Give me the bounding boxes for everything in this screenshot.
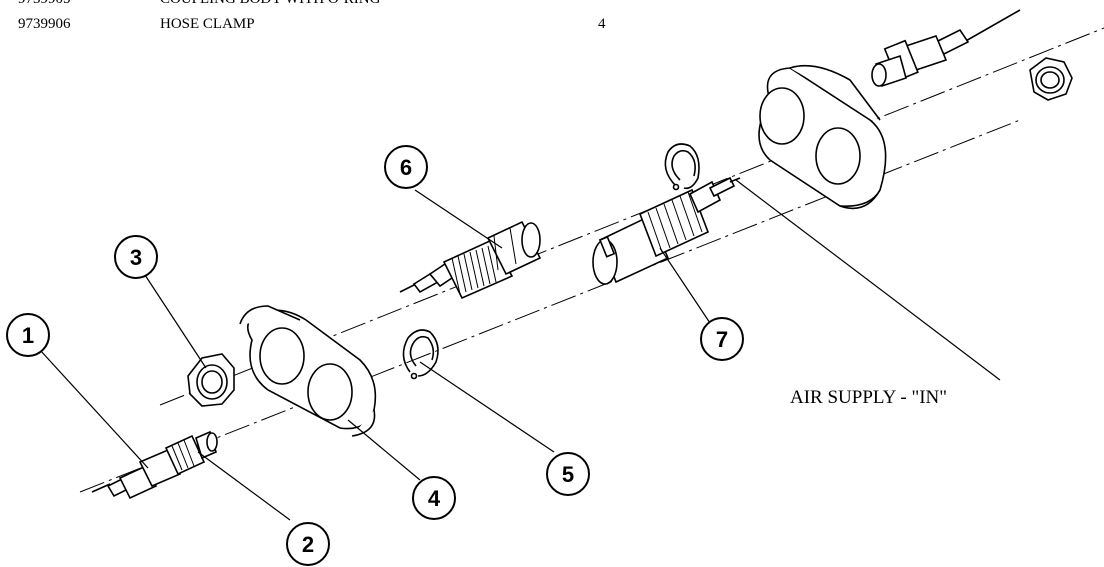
callout-3: 3 bbox=[114, 235, 158, 279]
callout-1: 1 bbox=[6, 313, 50, 357]
callout-4-label: 4 bbox=[428, 486, 441, 511]
axis-lines bbox=[79, 27, 1104, 493]
part-number: 9739905 bbox=[18, 0, 71, 8]
leader-lines bbox=[39, 179, 1001, 521]
part-qty: 4 bbox=[598, 16, 606, 32]
part-3-hex-nut bbox=[187, 353, 235, 407]
part-description: COUPLING BODY WITH O-RING bbox=[160, 0, 380, 8]
callout-5-label: 5 bbox=[562, 462, 574, 487]
air-supply-in-label: AIR SUPPLY - "IN" bbox=[790, 387, 947, 408]
top-right-hex-nut bbox=[1029, 57, 1073, 101]
part-6-coupling-body bbox=[399, 220, 542, 300]
callout-6: 6 bbox=[384, 145, 428, 189]
upper-mounting-plate bbox=[758, 64, 887, 210]
part-4-mounting-plate bbox=[239, 305, 377, 437]
callout-7-label: 7 bbox=[716, 327, 728, 352]
part-1-2-fitting bbox=[91, 430, 218, 500]
callout-4: 4 bbox=[412, 476, 456, 520]
top-coupling-assembly bbox=[871, 9, 1021, 88]
callout-1-label: 1 bbox=[22, 323, 34, 348]
part-number: 9739906 bbox=[18, 16, 71, 32]
callout-5: 5 bbox=[546, 452, 590, 496]
callout-2: 2 bbox=[286, 522, 330, 566]
part-7-coupling-body bbox=[592, 176, 741, 285]
callout-6-label: 6 bbox=[400, 155, 412, 180]
callout-3-label: 3 bbox=[130, 245, 142, 270]
upper-retaining-ring bbox=[664, 143, 700, 191]
callout-2-label: 2 bbox=[302, 532, 314, 557]
callout-7: 7 bbox=[700, 317, 744, 361]
part-description: HOSE CLAMP bbox=[160, 16, 255, 32]
